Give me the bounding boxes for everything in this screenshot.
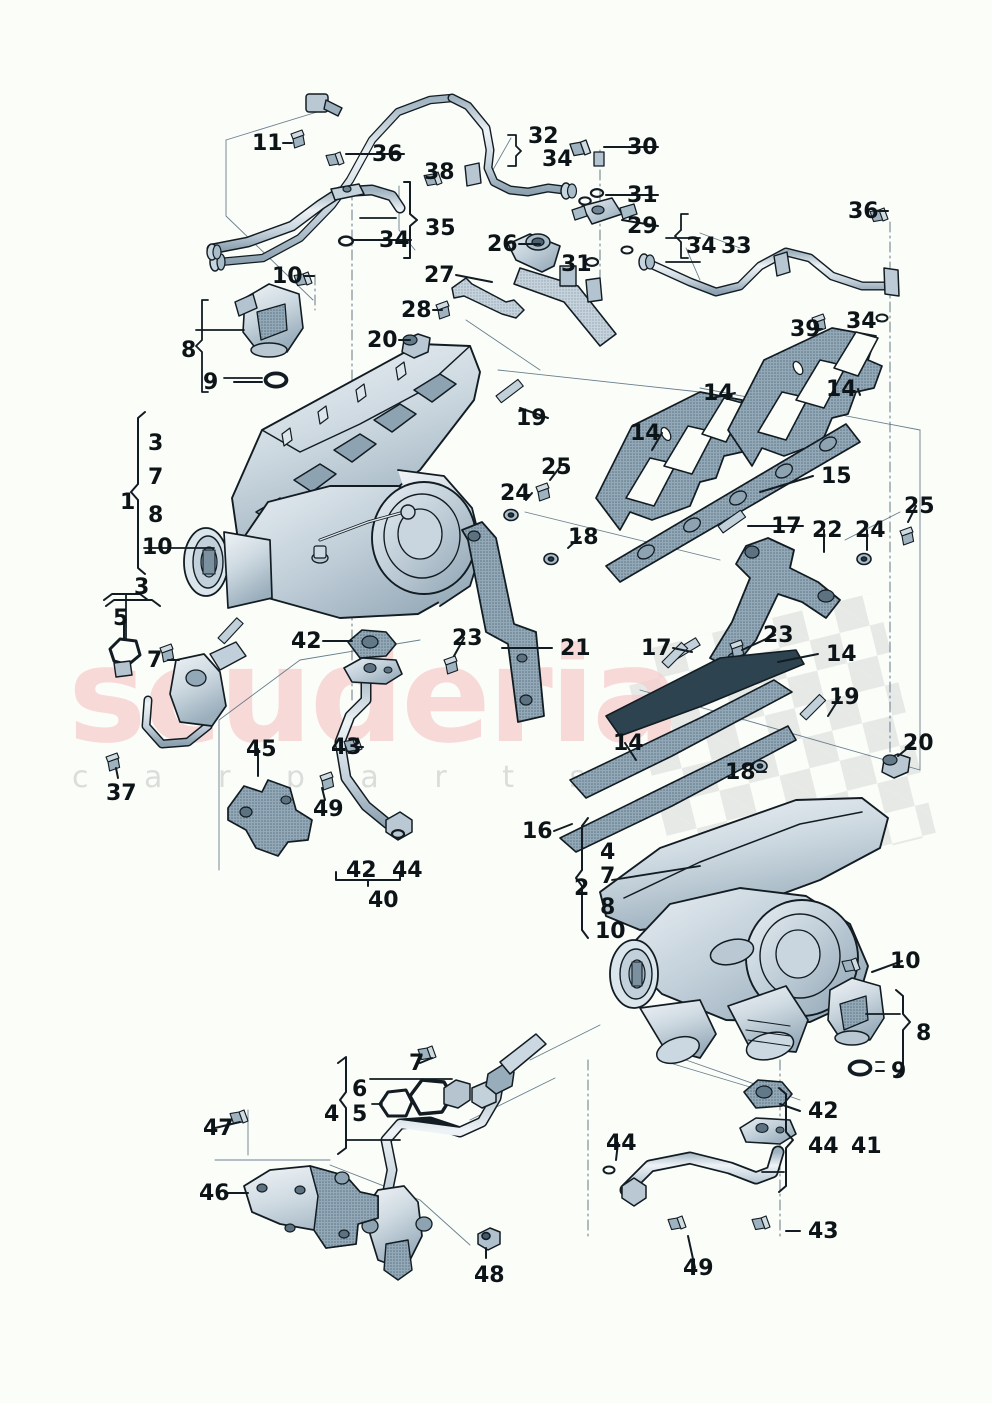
callout-42-c: 42 — [808, 1099, 839, 1124]
callout-41: 41 — [851, 1134, 882, 1159]
callout-37: 37 — [106, 781, 137, 806]
callout-14-c: 14 — [630, 421, 661, 446]
callout-10-a: 10 — [272, 264, 303, 289]
callout-47: 47 — [203, 1116, 234, 1141]
callout-27: 27 — [424, 263, 455, 288]
callout-18-b: 18 — [725, 760, 756, 785]
callout-34-d: 34 — [542, 147, 573, 172]
callout-5-b: 5 — [352, 1102, 368, 1127]
callout-25-b: 25 — [904, 494, 935, 519]
callout-44-b: 44 — [808, 1134, 839, 1159]
callout-43-b: 43 — [808, 1219, 839, 1244]
callout-26: 26 — [487, 232, 518, 257]
callout-5-a: 5 — [113, 606, 129, 631]
callout-34-c: 34 — [846, 309, 877, 334]
callout-44-c: 44 — [606, 1131, 637, 1156]
callout-46: 46 — [199, 1181, 230, 1206]
callout-24-a: 24 — [500, 481, 531, 506]
callout-15: 15 — [821, 464, 852, 489]
callout-34-e: 34 — [686, 234, 717, 259]
callout-7-c: 7 — [600, 864, 616, 889]
callout-25-a: 25 — [541, 455, 572, 480]
callout-11: 11 — [252, 131, 283, 156]
callout-10-d: 10 — [890, 949, 921, 974]
callout-14-a: 14 — [703, 381, 734, 406]
callout-9-a: 9 — [203, 370, 219, 395]
callout-49-a: 49 — [313, 797, 344, 822]
callout-30: 30 — [627, 135, 658, 160]
callout-16: 16 — [522, 819, 553, 844]
callout-32: 32 — [528, 124, 559, 149]
callout-14-d: 14 — [826, 642, 857, 667]
callout-29: 29 — [627, 214, 658, 239]
callout-24-b: 24 — [855, 518, 886, 543]
callout-2: 2 — [574, 876, 590, 901]
callout-8-c: 8 — [600, 895, 616, 920]
callout-8-a: 8 — [181, 338, 197, 363]
callout-23-a: 23 — [452, 626, 483, 651]
callout-22: 22 — [812, 518, 843, 543]
callout-4-a: 4 — [600, 840, 616, 865]
callout-7-d: 7 — [409, 1051, 425, 1076]
callout-9-b: 9 — [891, 1059, 907, 1084]
callout-3-b: 3 — [134, 575, 150, 600]
callout-20-b: 20 — [903, 731, 934, 756]
callout-14-e: 14 — [613, 731, 644, 756]
callout-43-a: 43 — [331, 735, 362, 760]
callout-36-b: 36 — [848, 199, 879, 224]
callout-17-a: 17 — [771, 514, 802, 539]
callout-3-a: 3 — [148, 431, 164, 456]
callout-1: 1 — [120, 490, 136, 515]
callout-48: 48 — [474, 1263, 505, 1288]
callout-8-b: 8 — [148, 503, 164, 528]
callout-19-b: 19 — [829, 685, 860, 710]
callout-18-a: 18 — [568, 525, 599, 550]
callout-42-b: 42 — [346, 858, 377, 883]
callout-23-b: 23 — [763, 623, 794, 648]
callout-10-b: 10 — [142, 535, 173, 560]
callout-39: 39 — [790, 317, 821, 342]
callout-20-a: 20 — [367, 328, 398, 353]
callout-44-a: 44 — [392, 858, 423, 883]
callout-31-b: 31 — [561, 252, 592, 277]
callout-36-a: 36 — [372, 142, 403, 167]
callout-6: 6 — [352, 1077, 368, 1102]
callout-33: 33 — [721, 234, 752, 259]
callout-31-a: 31 — [627, 183, 658, 208]
callout-28: 28 — [401, 298, 432, 323]
callout-19-a: 19 — [516, 406, 547, 431]
callout-7-a: 7 — [148, 465, 164, 490]
callout-49-b: 49 — [683, 1256, 714, 1281]
callout-7-b: 7 — [147, 648, 163, 673]
callout-10-c: 10 — [595, 919, 626, 944]
callout-17-b: 17 — [641, 636, 672, 661]
callout-21: 21 — [560, 636, 591, 661]
callout-34-a: 34 — [379, 228, 410, 253]
callout-38: 38 — [424, 160, 455, 185]
callout-45: 45 — [246, 737, 277, 762]
callout-35: 35 — [425, 216, 456, 241]
callout-42-a: 42 — [291, 629, 322, 654]
callout-4-b: 4 — [324, 1102, 340, 1127]
callout-8-d: 8 — [916, 1021, 932, 1046]
callout-40: 40 — [368, 888, 399, 913]
callout-14-b: 14 — [826, 377, 857, 402]
